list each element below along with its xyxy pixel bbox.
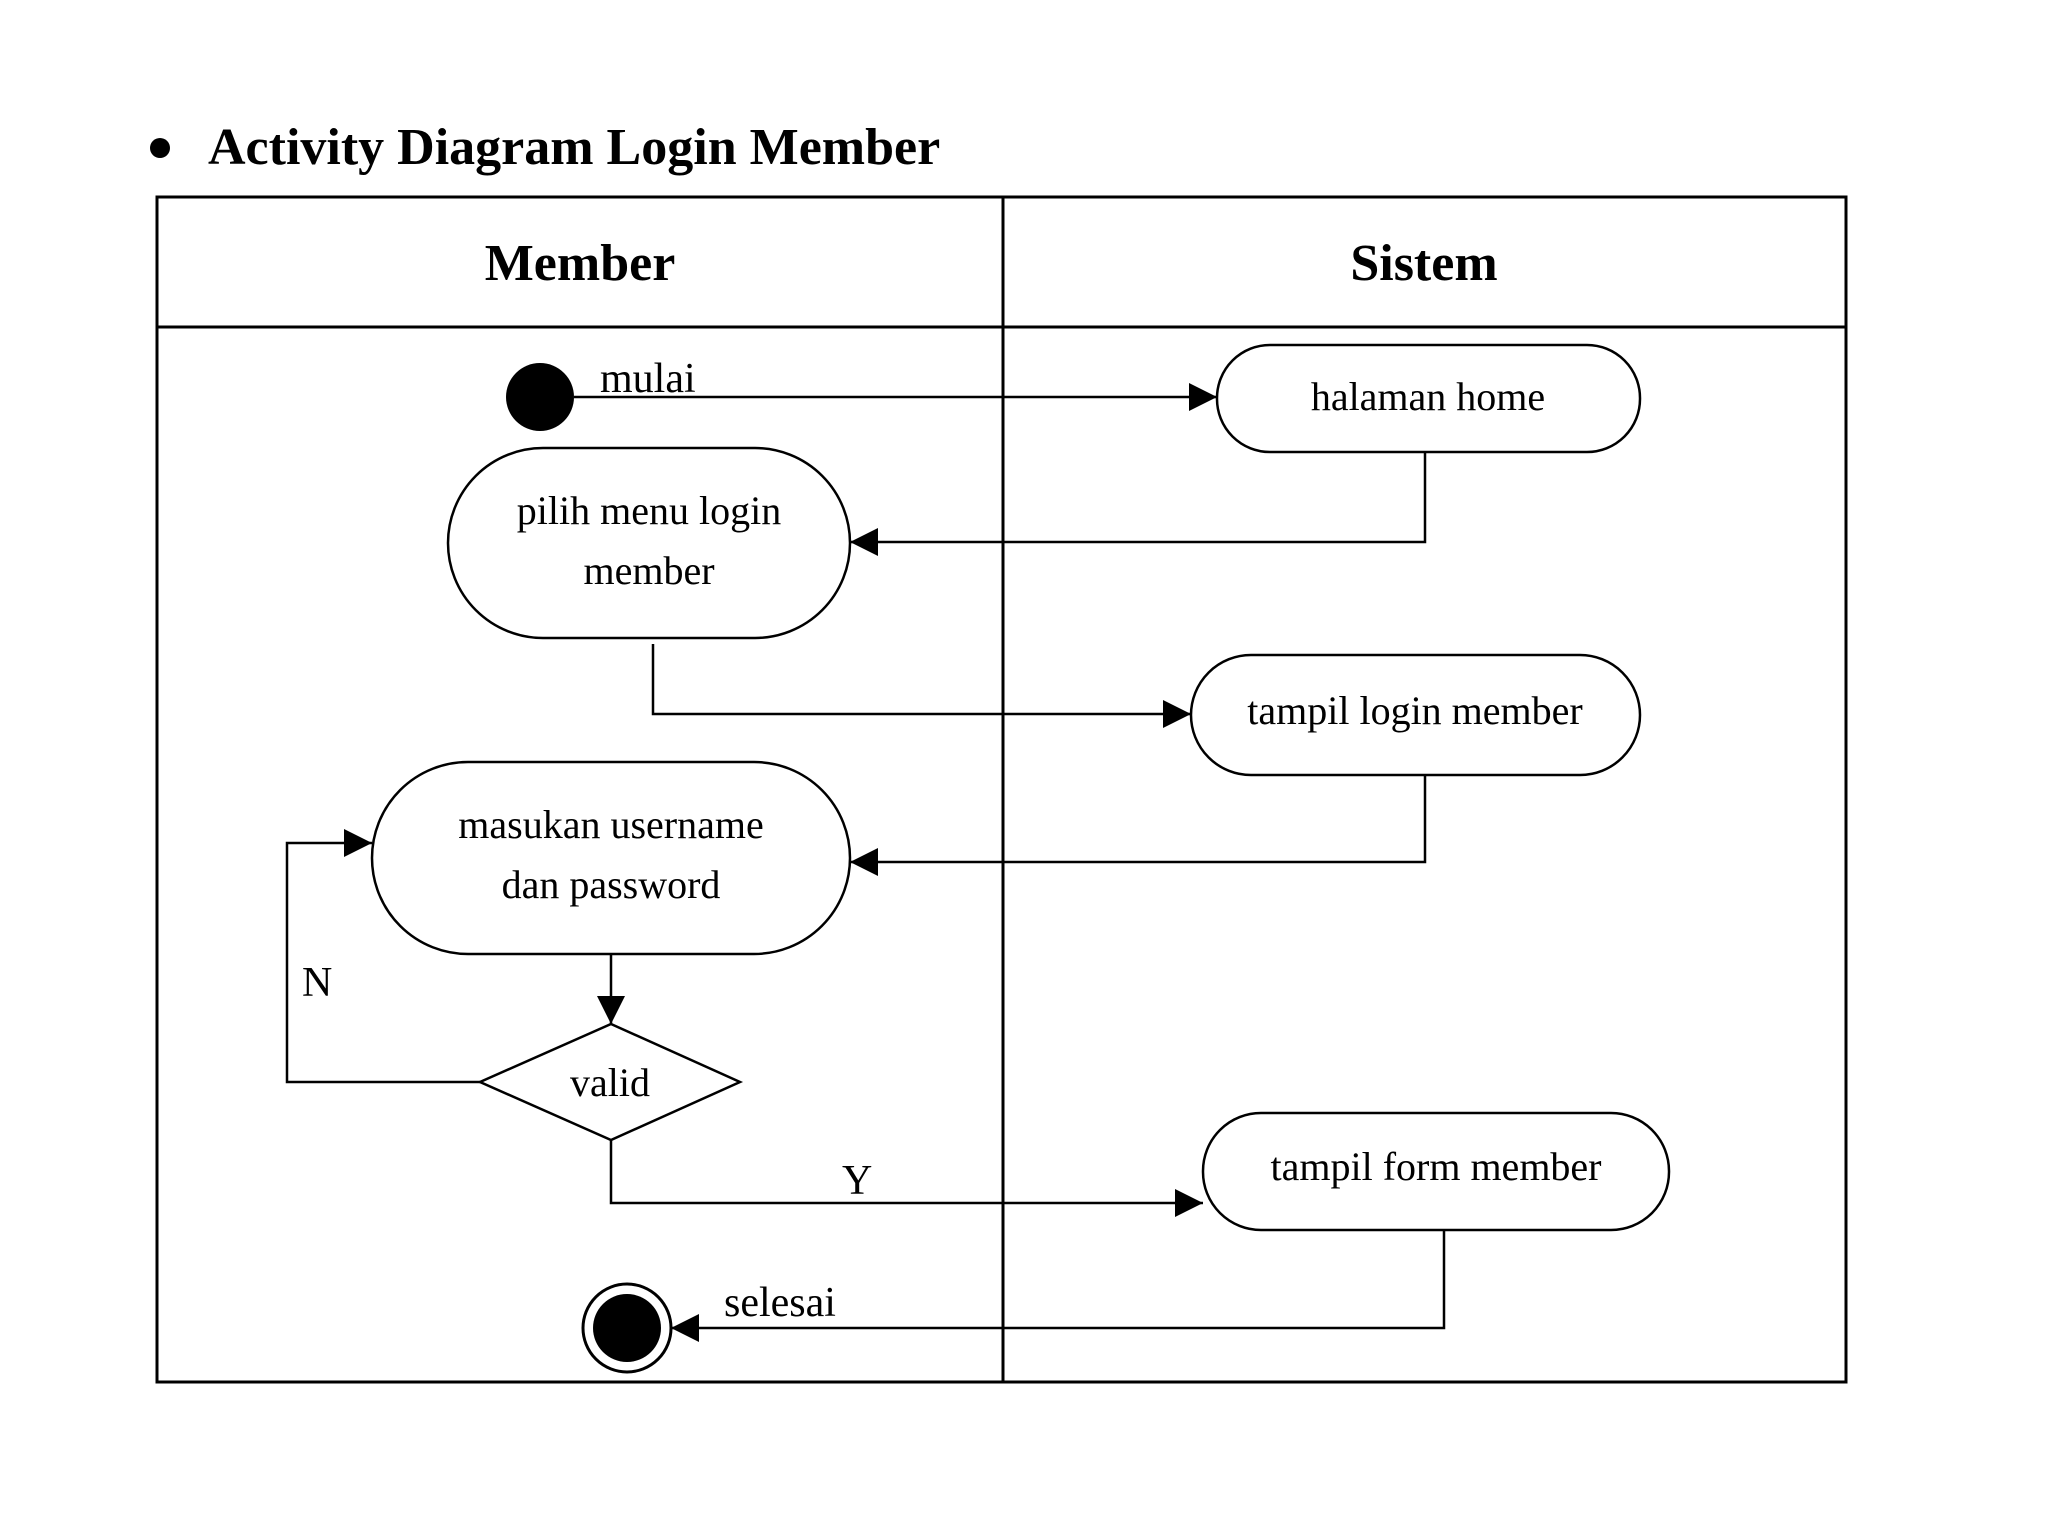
action-halaman-home — [1215, 343, 1642, 454]
action-tampil-form — [1201, 1111, 1671, 1232]
flow-decision-no-loop — [285, 829, 480, 1084]
bullet-icon — [150, 137, 170, 158]
flow-decision-yes-to-form — [609, 1140, 1203, 1217]
decision-valid-label: valid — [570, 1060, 650, 1105]
start-label: mulai — [600, 356, 696, 402]
action-masukan-line2: dan password — [502, 862, 721, 907]
flow-pilih-menu-to-tampil-login — [651, 644, 1191, 728]
action-halaman-home-label: halaman home — [1311, 374, 1545, 419]
action-pilih-menu-line2: member — [583, 548, 714, 593]
action-tampil-login-label: tampil login member — [1247, 688, 1583, 733]
action-tampil-form-label: tampil form member — [1270, 1144, 1601, 1189]
end-node — [593, 1294, 661, 1362]
guard-no: N — [302, 960, 332, 1006]
action-masukan-line1: masukan username — [458, 802, 763, 847]
lane-sistem-title: Sistem — [1350, 235, 1497, 292]
flow-home-to-pilih-menu — [850, 452, 1427, 556]
flow-form-to-end — [671, 1230, 1446, 1342]
flow-tampil-login-to-masukan — [850, 775, 1427, 876]
action-pilih-menu-login — [446, 446, 852, 640]
action-masukan-credentials — [370, 760, 852, 956]
section-heading: Activity Diagram Login Member — [150, 118, 940, 177]
end-label: selesai — [724, 1280, 836, 1326]
action-pilih-menu-line1: pilih menu login — [517, 488, 781, 533]
start-node — [506, 363, 574, 431]
swimlane-frame — [155, 195, 1848, 1384]
diagram-title: Activity Diagram Login Member — [208, 119, 941, 176]
guard-yes: Y — [842, 1158, 872, 1204]
lane-member-title: Member — [485, 235, 676, 292]
